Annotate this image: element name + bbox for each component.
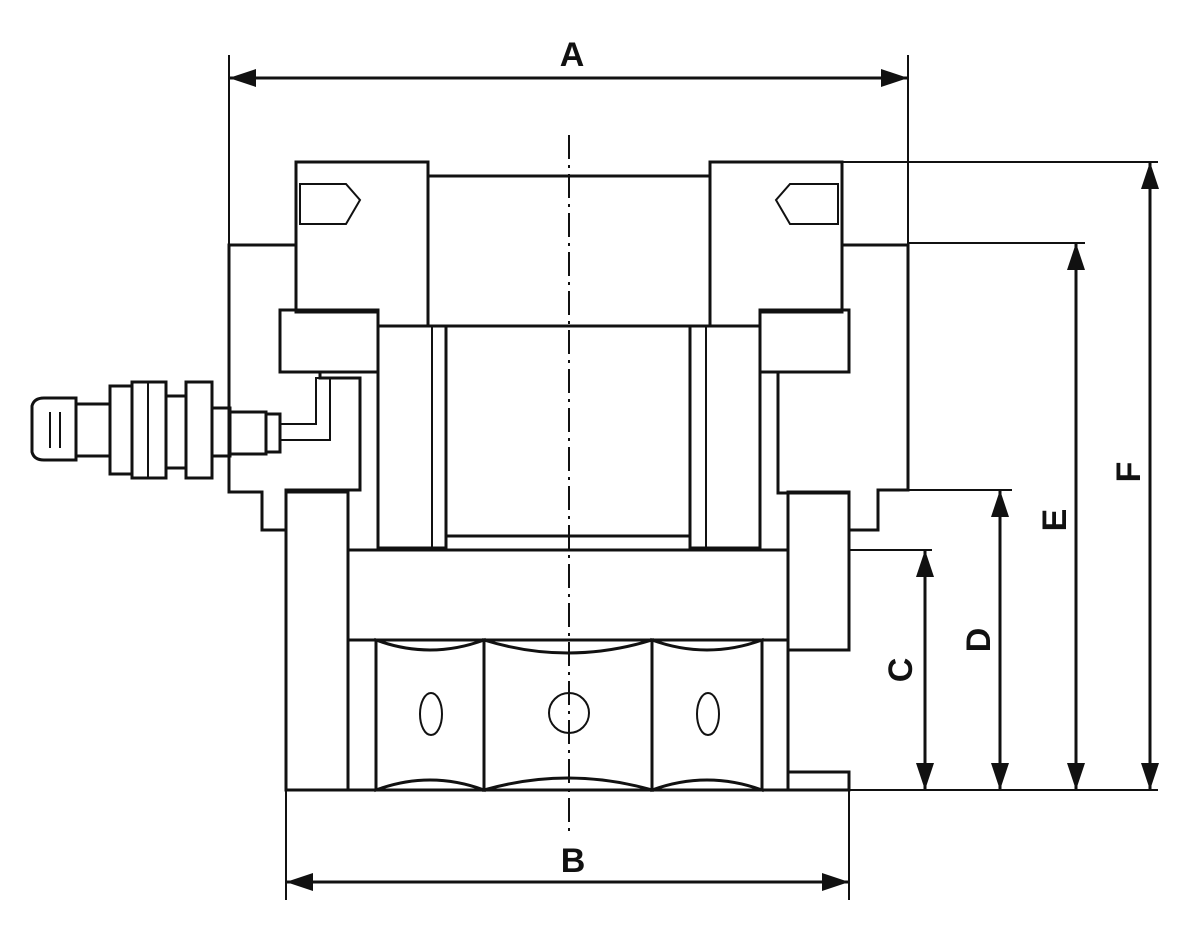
dimension-b-label: B [561, 842, 586, 880]
lower-body-left [284, 490, 350, 792]
saddle-cavity [346, 548, 790, 642]
top-cap-left [294, 160, 430, 328]
dimension-b [286, 873, 849, 891]
extension-lines [228, 55, 1158, 900]
dimension-f-label: F [1110, 462, 1148, 483]
saddle-liner-right [760, 638, 790, 792]
dimension-e [1067, 243, 1085, 790]
dimension-c [916, 550, 934, 790]
dimension-e-label: E [1036, 509, 1074, 532]
dimension-c-label: C [882, 658, 920, 683]
oil-passage [279, 377, 331, 441]
hydraulic-coupler-icon [30, 380, 282, 480]
saddle-liner-left [346, 638, 378, 792]
dimension-d [991, 490, 1009, 790]
lower-body-right [786, 490, 851, 792]
thread-ring-left [278, 308, 380, 374]
dimension-d-label: D [960, 628, 998, 653]
dimension-a [229, 69, 908, 87]
top-cap-right [708, 160, 844, 328]
dimension-f [1141, 162, 1159, 790]
thread-ring-right [758, 308, 851, 374]
piston-sleeve-left [376, 324, 448, 550]
dimension-a-label: A [560, 36, 585, 74]
piston-bore [378, 174, 788, 552]
piston-sleeve-right [688, 324, 762, 550]
